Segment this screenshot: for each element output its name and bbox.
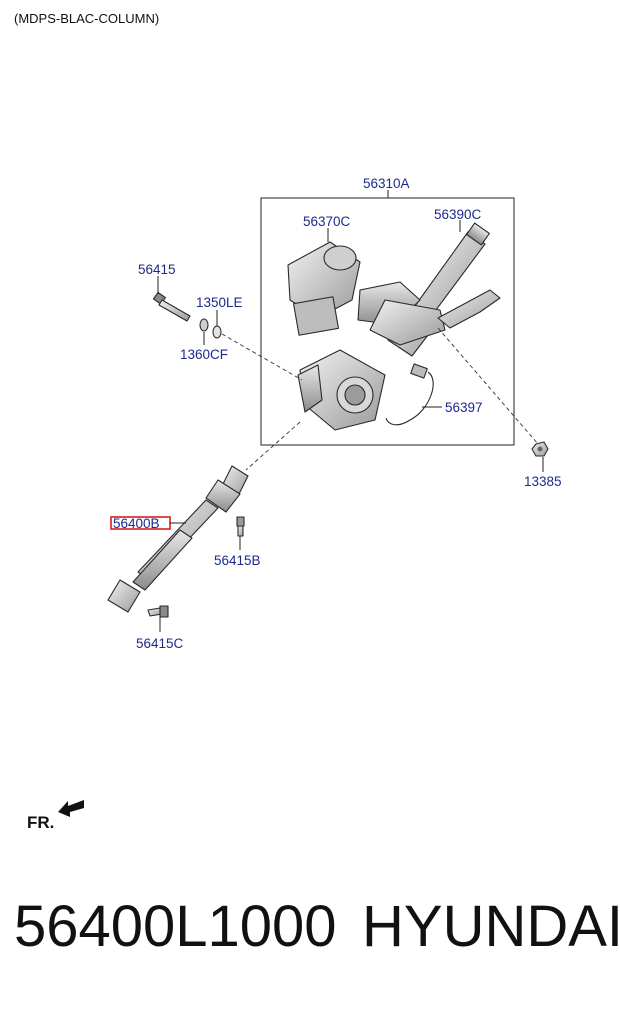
parts-diagram: (MDPS-BLAC-COLUMN) 56310A 56370C 56390C … [14,11,562,832]
dashed-line-bolt [221,333,303,381]
footer [0,848,620,1017]
label-1360cf[interactable]: 1360CF [180,347,228,362]
front-arrow-icon [58,800,84,817]
front-direction-label: FR. [27,813,54,832]
bolt-56415-part [152,291,191,322]
label-1350le[interactable]: 1350LE [196,295,243,310]
label-56370c[interactable]: 56370C [303,214,351,229]
label-56390c[interactable]: 56390C [434,207,482,222]
clip-part [385,363,434,426]
washer-1360cf-part [199,318,209,332]
bolt-56415c-part [147,605,169,618]
washer-1350le-part [212,325,222,339]
brand-text: HYUNDAI [362,894,620,959]
bolt-56415b-part [236,516,245,537]
label-56310a[interactable]: 56310A [363,176,410,191]
label-13385[interactable]: 13385 [524,474,562,489]
intermediate-shaft-part [107,465,249,613]
dashed-line-nut [437,327,539,445]
label-56400b[interactable]: 56400B [113,516,160,531]
part-number-text: 56400L1000 [14,894,337,959]
motor-part [287,241,361,336]
diagram-header: (MDPS-BLAC-COLUMN) [14,11,159,26]
label-56415c[interactable]: 56415C [136,636,184,651]
label-56415b[interactable]: 56415B [214,553,261,568]
label-56415[interactable]: 56415 [138,262,176,277]
label-56397[interactable]: 56397 [445,400,483,415]
steering-column-part [297,222,501,431]
dashed-line-shaft [245,421,301,471]
